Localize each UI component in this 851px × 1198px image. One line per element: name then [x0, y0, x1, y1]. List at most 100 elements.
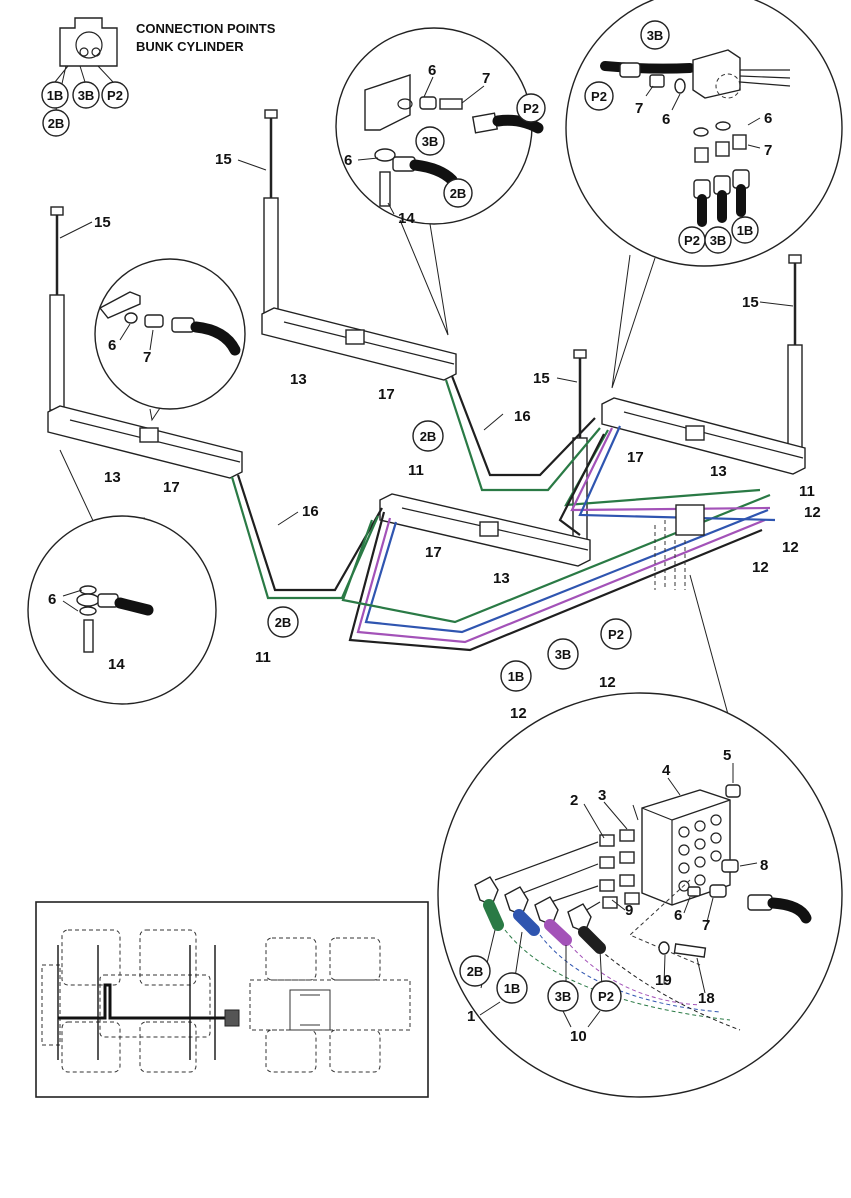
- port-hole: [91, 47, 101, 57]
- label-12: 12: [752, 559, 769, 576]
- label-6: 6: [764, 110, 772, 127]
- label-5: 5: [723, 747, 731, 764]
- label-15: 15: [533, 370, 550, 387]
- callout-2b: 2B: [48, 116, 65, 131]
- callout-2b: 2B: [420, 429, 437, 444]
- manifold-block: [641, 789, 731, 906]
- cylinder-right: [787, 254, 803, 461]
- label-3: 3: [598, 787, 606, 804]
- label-15: 15: [742, 294, 759, 311]
- label-7: 7: [702, 917, 710, 934]
- main-labels: 15 15 15 15 13 13 13 13 17 17 17 17 16 1…: [59, 151, 821, 722]
- callout-p2: P2: [608, 627, 624, 642]
- cylinder-center: [263, 109, 279, 319]
- detail-circle-valve: 4 5 8 2 3 9 6 7 19 18 2B 1B 3B P2 1 10: [437, 574, 843, 1098]
- label-8: 8: [760, 857, 768, 874]
- callout-1b: 1B: [504, 981, 521, 996]
- callout-p2: P2: [523, 101, 539, 116]
- label-17: 17: [627, 449, 644, 466]
- label-6: 6: [662, 111, 670, 128]
- label-14: 14: [398, 210, 415, 227]
- label-12: 12: [510, 705, 527, 722]
- hose-main-purple: [356, 517, 766, 644]
- hose-right-blue: [578, 425, 776, 522]
- label-2: 2: [570, 792, 578, 809]
- detail-circle-lower-left: 6 14: [27, 449, 217, 705]
- bunk-cylinder-block: [59, 17, 118, 67]
- label-19: 19: [655, 972, 672, 989]
- callout-3b: 3B: [555, 989, 572, 1004]
- callout-p2: P2: [591, 89, 607, 104]
- label-17: 17: [378, 386, 395, 403]
- label-12: 12: [782, 539, 799, 556]
- label-1: 1: [467, 1008, 475, 1025]
- label-12: 12: [599, 674, 616, 691]
- hose-right-black: [558, 433, 605, 536]
- label-6: 6: [108, 337, 116, 354]
- label-11: 11: [255, 649, 271, 666]
- bunk-cylinders: [49, 109, 803, 559]
- callout-1b: 1B: [508, 669, 525, 684]
- callout-p2: P2: [107, 88, 123, 103]
- callout-p2: P2: [684, 233, 700, 248]
- fitting-stack: [693, 121, 750, 227]
- label-13: 13: [104, 469, 121, 486]
- label-6: 6: [674, 907, 682, 924]
- label-13: 13: [493, 570, 510, 587]
- label-7: 7: [764, 142, 772, 159]
- hose-center-green: [444, 379, 601, 492]
- label-12: 12: [804, 504, 821, 521]
- hose-main-green: [341, 493, 771, 624]
- callout-3b: 3B: [647, 28, 664, 43]
- label-15: 15: [94, 214, 111, 231]
- label-16: 16: [302, 503, 319, 520]
- hose-center-black: [450, 375, 596, 477]
- inset-title-line-2: BUNK CYLINDER: [136, 39, 244, 54]
- left-fittings: [599, 829, 640, 909]
- label-16: 16: [514, 408, 531, 425]
- label-17: 17: [163, 479, 180, 496]
- hose-main-blue: [364, 508, 769, 634]
- label-6: 6: [428, 62, 436, 79]
- connection-points-inset: CONNECTION POINTS BUNK CYLINDER 1B 3B P2…: [41, 17, 276, 137]
- hose-left-green: [230, 476, 380, 600]
- label-10: 10: [570, 1028, 587, 1045]
- label-18: 18: [698, 990, 715, 1007]
- label-13: 13: [710, 463, 727, 480]
- callout-2b: 2B: [467, 964, 484, 979]
- label-7: 7: [482, 70, 490, 87]
- callout-2b: 2B: [450, 186, 467, 201]
- detail-circle-top-middle: 6 7 6 14 3B P2 2B: [335, 27, 546, 336]
- callout-p2: P2: [598, 989, 614, 1004]
- callout-3b: 3B: [422, 134, 439, 149]
- label-13: 13: [290, 371, 307, 388]
- callout-1b: 1B: [47, 88, 64, 103]
- detail-circle-top-right: 7 6 6 7 3B P2 P2 3B 1B: [565, 0, 843, 389]
- label-7: 7: [635, 100, 643, 117]
- detail-circle-left: 6 7: [94, 258, 246, 422]
- dashed-route-p2: [569, 944, 701, 1006]
- label-9: 9: [625, 902, 633, 919]
- label-7: 7: [143, 349, 151, 366]
- label-15: 15: [215, 151, 232, 168]
- inset-title-line-1: CONNECTION POINTS: [136, 21, 276, 36]
- label-11: 11: [799, 483, 815, 500]
- callout-3b: 3B: [78, 88, 95, 103]
- label-4: 4: [662, 762, 671, 779]
- valve-block-small: [654, 504, 705, 590]
- hose-ends: [474, 876, 606, 954]
- label-6: 6: [344, 152, 352, 169]
- dashed-route-1b: [599, 949, 741, 1031]
- bunk-frames: [47, 307, 806, 567]
- cylinder-port-circle: [75, 31, 103, 59]
- label-17: 17: [425, 544, 442, 561]
- label-14: 14: [108, 656, 125, 673]
- cylinder-mid-right: [572, 349, 588, 559]
- callout-3b: 3B: [555, 647, 572, 662]
- callout-1b: 1B: [737, 223, 754, 238]
- manifold-ports: [678, 814, 722, 892]
- callout-2b: 2B: [275, 615, 292, 630]
- hose-main-black: [348, 511, 763, 652]
- cylinder-left: [49, 206, 65, 411]
- label-6: 6: [48, 591, 56, 608]
